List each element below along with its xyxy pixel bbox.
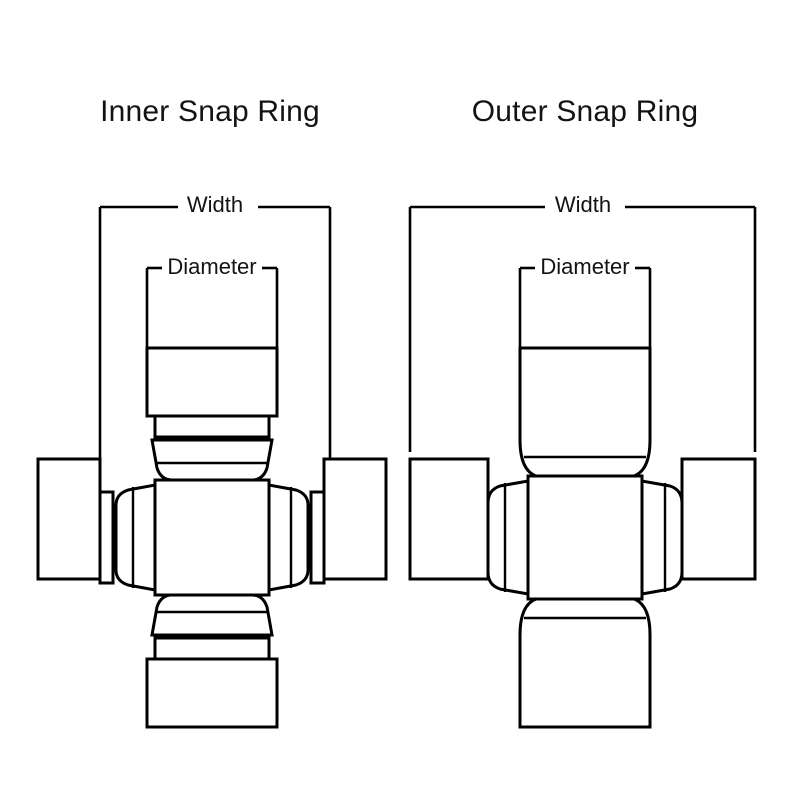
bearing-cap-right-inner [267,457,388,592]
panel-title-outer: Outer Snap Ring [471,95,699,128]
bearing-cap-top-inner [145,346,279,482]
width-dimension-bracket-inner [98,205,332,462]
diameter-dimension-bracket-inner [145,266,279,348]
bearing-cap-bottom-inner [145,593,279,729]
width-label-inner: Width [186,192,244,217]
bearing-cap-left-inner [36,457,157,592]
bearing-cap-right-outer [640,457,757,596]
diameter-label-inner: Diameter [167,254,257,279]
panel-title-inner: Inner Snap Ring [100,95,320,128]
width-label-outer: Width [554,192,612,217]
diameter-dimension-bracket-outer [518,266,652,348]
bearing-cap-bottom-outer [518,597,652,729]
bearing-cap-left-outer [408,457,530,596]
cross-hub-outer [526,474,644,601]
diameter-label-outer: Diameter [540,254,630,279]
panel-inner [36,205,388,729]
bearing-cap-top-outer [518,346,652,478]
cross-hub-inner [153,478,271,597]
width-dimension-bracket-outer [408,205,757,452]
panel-outer [408,205,757,729]
